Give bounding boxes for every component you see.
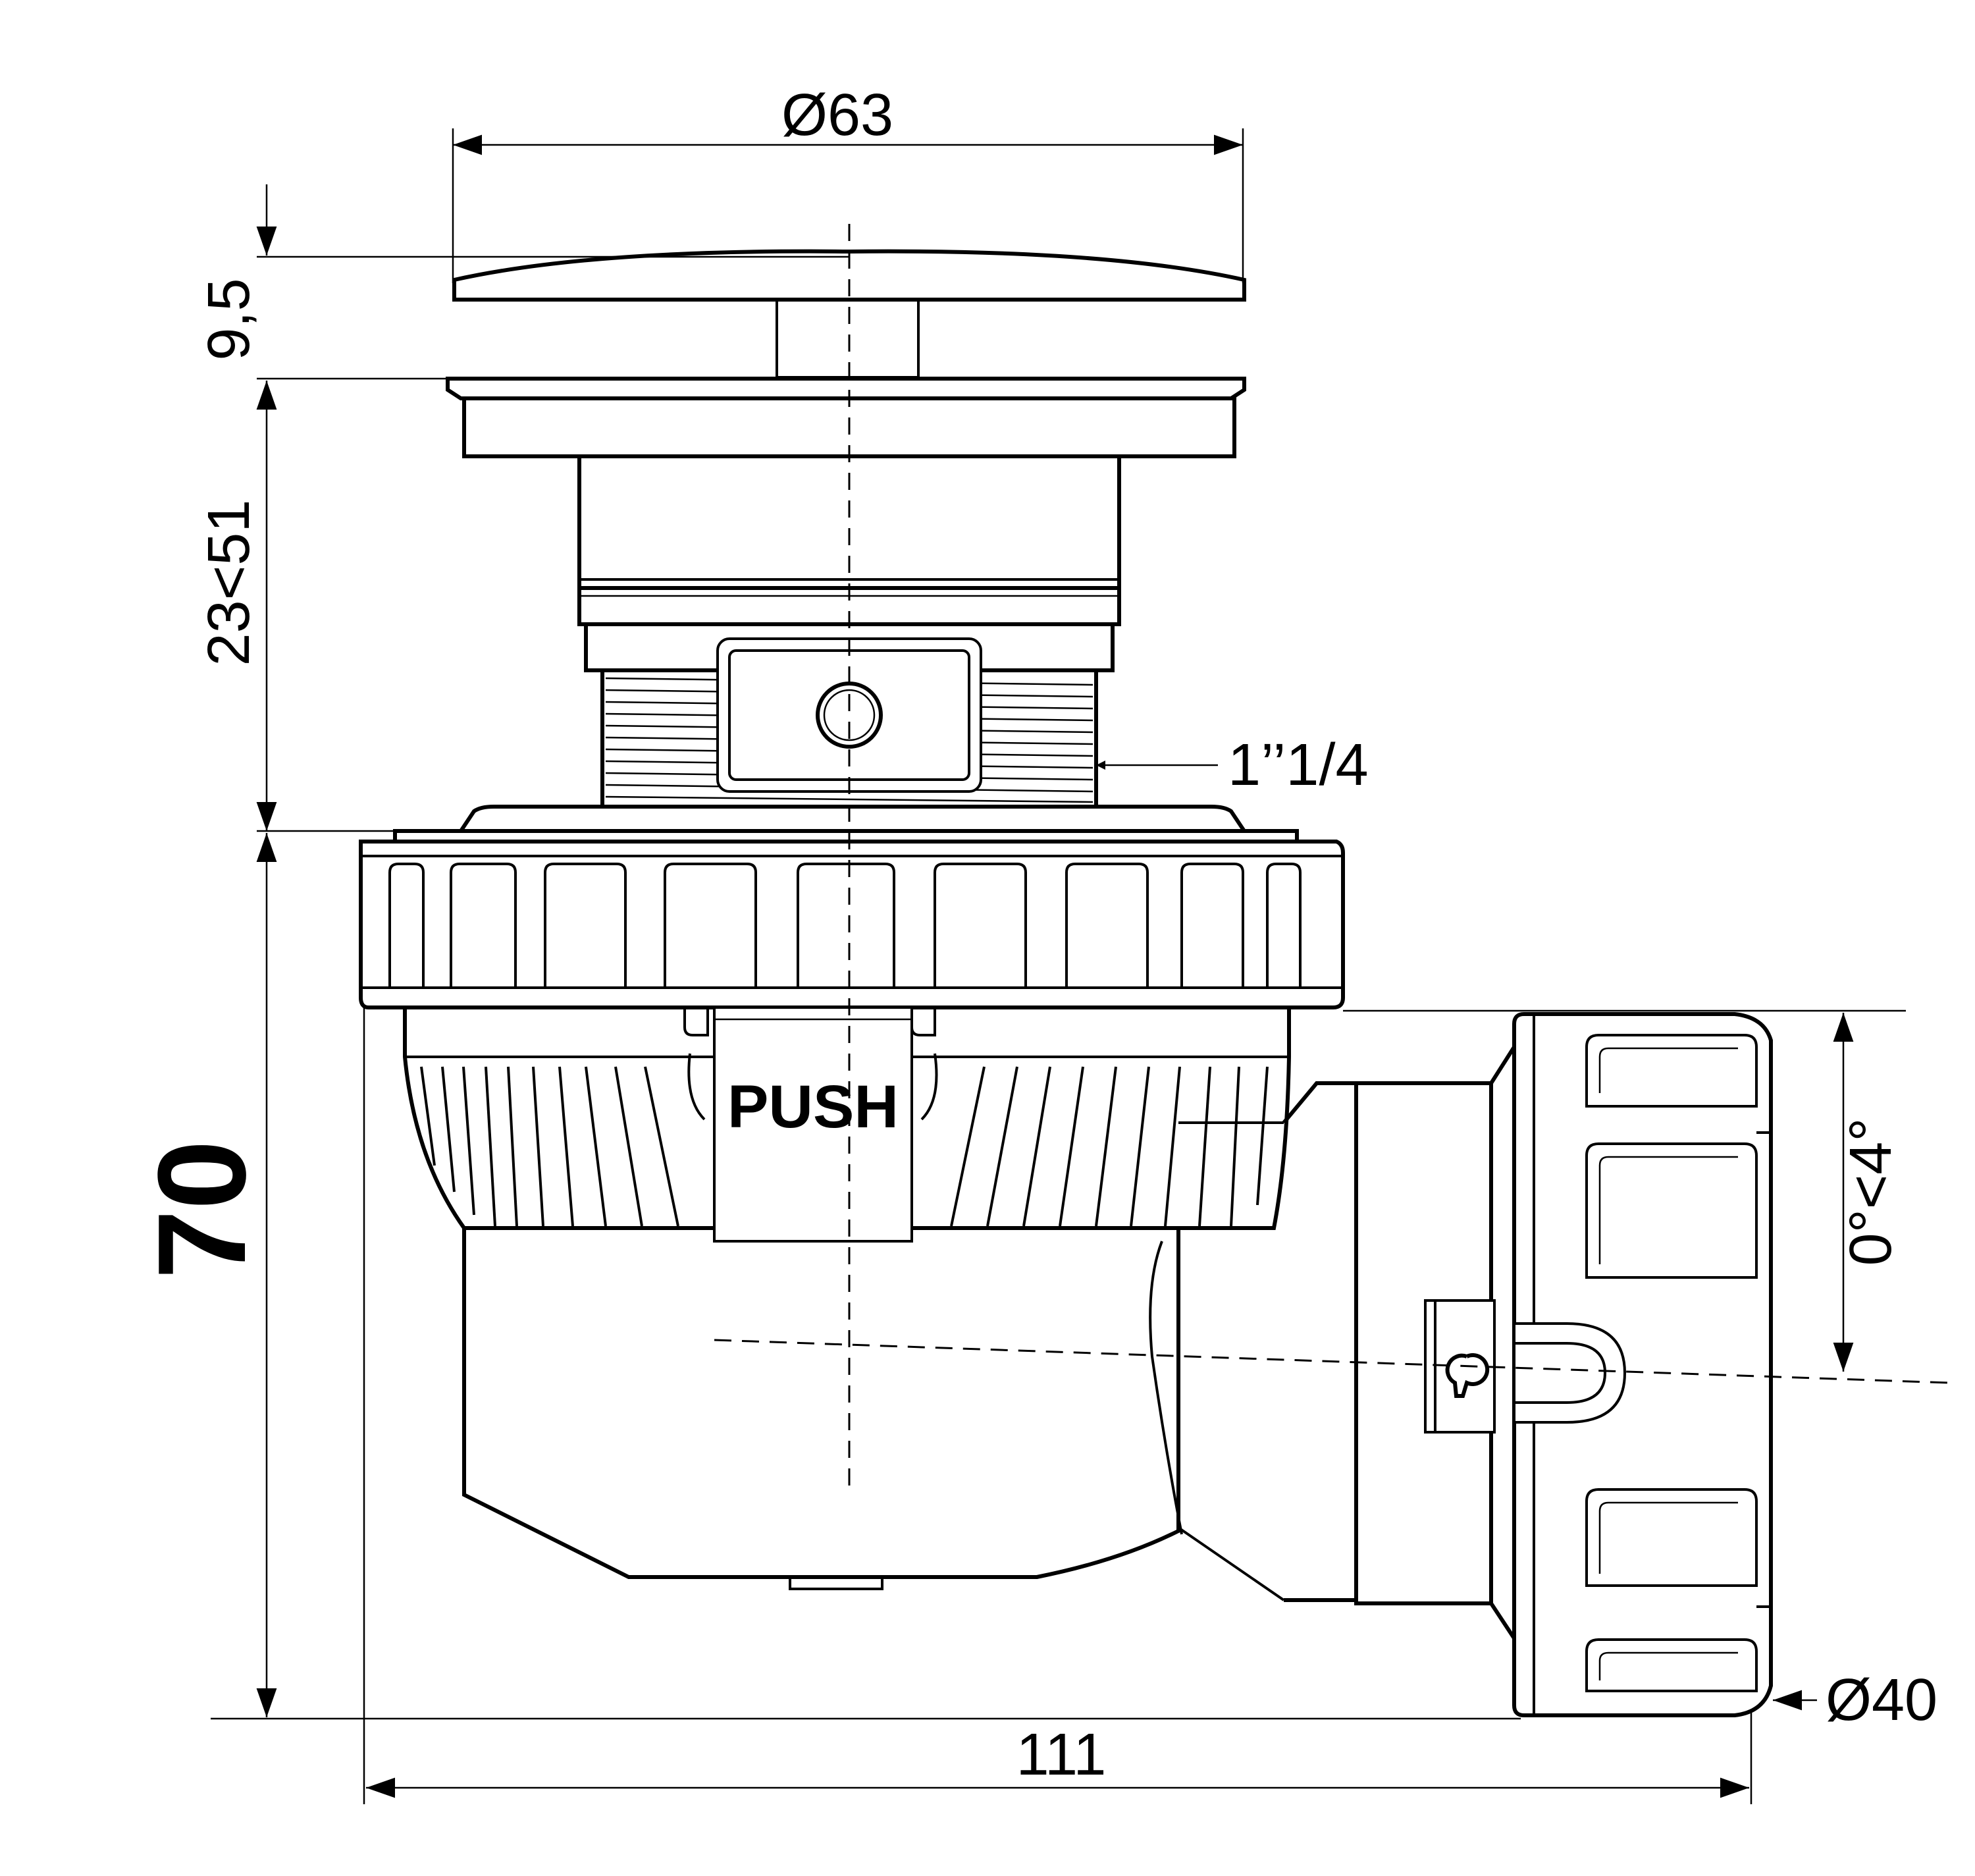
push-label: PUSH (727, 1073, 899, 1140)
pop-up-plug (446, 249, 1246, 832)
nut-grooves (388, 863, 1302, 988)
outlet-nut (1424, 1012, 1773, 1717)
dim-cap-height: 9,5 (196, 278, 262, 360)
dim-adjust-range: 23<51 (196, 500, 262, 666)
dim-thread: 1’’1/4 (1228, 732, 1369, 798)
body-ribs (420, 1066, 1269, 1227)
outlet-axis (714, 1339, 1949, 1384)
dim-cap-diameter: Ø63 (781, 82, 893, 148)
dim-angle: 0°<4° (1838, 1118, 1904, 1266)
knurled-nut (359, 829, 1345, 1009)
dim-outlet-diameter: Ø40 (1826, 1667, 1937, 1733)
dimension-lines (211, 128, 1906, 1804)
dim-total-length: 111 (1016, 1722, 1107, 1788)
dim-total-height: 70 (132, 1140, 272, 1279)
siphon-body: PUSH (403, 1006, 1516, 1645)
